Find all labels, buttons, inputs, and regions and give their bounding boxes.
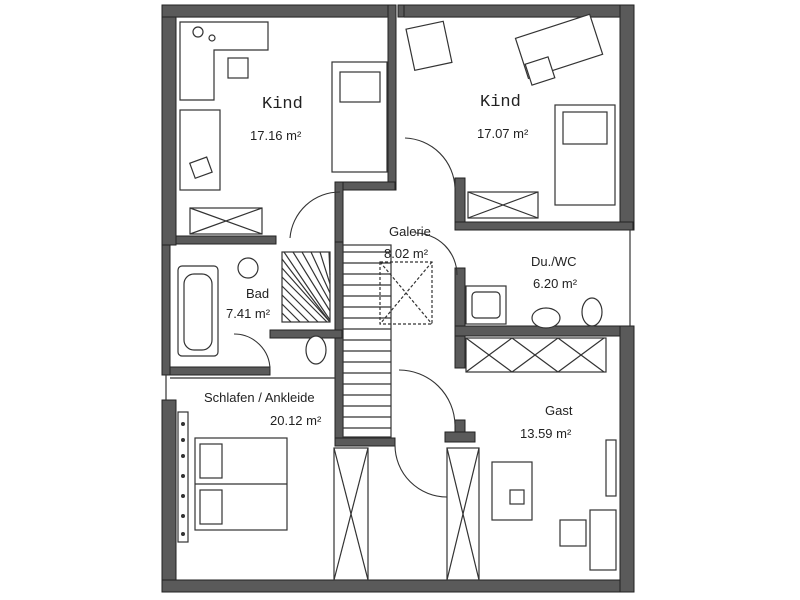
tile-line xyxy=(281,312,292,323)
room-name-kind-right: Kind xyxy=(480,93,521,112)
room-name-du-wc: Du./WC xyxy=(531,254,577,269)
kind-right-furniture xyxy=(405,13,616,219)
wardrobe-dot xyxy=(181,532,185,536)
du-wc-fixtures xyxy=(465,285,603,329)
kind-left-furniture xyxy=(179,21,388,235)
wardrobe-dot xyxy=(181,438,185,442)
closet-line xyxy=(465,337,513,373)
doors xyxy=(233,137,458,498)
tile-line xyxy=(292,251,331,312)
wardrobe-dot xyxy=(181,494,185,498)
tile-line xyxy=(281,285,319,323)
wardrobe-dot xyxy=(181,422,185,426)
walls xyxy=(161,4,635,593)
room-name-galerie: Galerie xyxy=(389,224,431,239)
staircase xyxy=(342,244,433,438)
closet-line xyxy=(557,337,605,373)
tile-line xyxy=(319,251,331,285)
tile-line xyxy=(301,251,331,303)
tile-line xyxy=(281,294,310,323)
room-name-bad: Bad xyxy=(246,286,269,301)
tile-line xyxy=(283,251,331,321)
room-area-kind-right: 17.07 m² xyxy=(477,126,529,141)
bad-fixtures xyxy=(177,251,331,365)
tile-line xyxy=(281,303,301,323)
room-area-gast: 13.59 m² xyxy=(520,426,572,441)
room-name-kind-left: Kind xyxy=(262,95,303,114)
wardrobe-dot xyxy=(181,474,185,478)
gast-furniture xyxy=(465,337,617,571)
room-name-schlafen: Schlafen / Ankleide xyxy=(204,390,315,405)
schlafen-furniture xyxy=(177,411,480,581)
room-area-schlafen: 20.12 m² xyxy=(270,413,322,428)
room-name-gast: Gast xyxy=(545,403,573,418)
tile-line xyxy=(310,251,331,294)
tile-line xyxy=(281,258,331,323)
room-area-galerie: 8.02 m² xyxy=(384,246,429,261)
closet-line xyxy=(511,337,559,373)
room-area-bad: 7.41 m² xyxy=(226,306,271,321)
wardrobe-dot xyxy=(181,454,185,458)
tile-line xyxy=(281,267,331,323)
room-area-kind-left: 17.16 m² xyxy=(250,128,302,143)
wardrobe-dot xyxy=(181,514,185,518)
tile-line xyxy=(328,251,331,276)
tile-line xyxy=(281,276,328,323)
room-area-du-wc: 6.20 m² xyxy=(533,276,578,291)
